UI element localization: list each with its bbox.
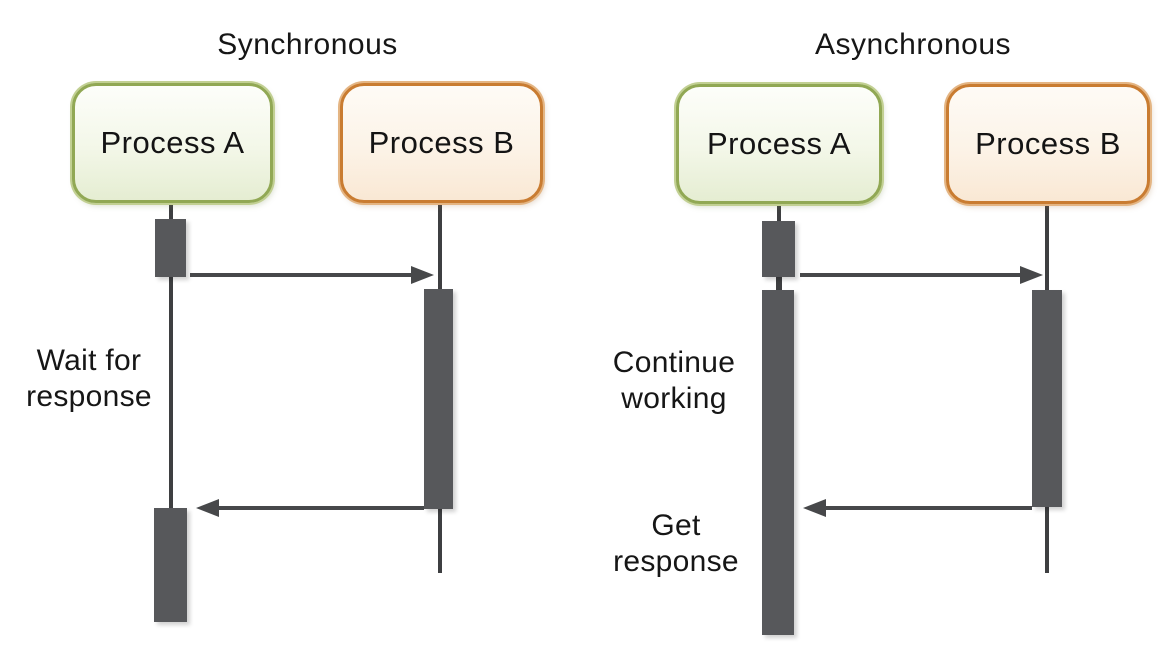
async-process-b-lifeline-bottom <box>1045 507 1049 573</box>
sync-process-b-lifeline-top <box>438 203 442 289</box>
sync-activation-a-second <box>154 508 187 622</box>
async-process-a-box: Process A <box>676 84 882 204</box>
sync-process-a-lifeline-middle <box>169 277 173 508</box>
arrowhead-right-icon <box>1020 266 1043 284</box>
sync-wait-annotation: Wait for response <box>26 344 152 413</box>
async-get-annotation: Get response <box>613 509 739 578</box>
sync-process-b-box: Process B <box>340 83 543 203</box>
sync-activation-b <box>424 289 453 509</box>
sync-activation-a-first <box>155 219 186 277</box>
arrowhead-left-icon <box>196 499 219 517</box>
sync-process-a-box: Process A <box>72 83 273 203</box>
async-activation-a-second <box>762 290 794 635</box>
arrowhead-left-icon <box>803 499 826 517</box>
async-process-b-label: Process B <box>975 126 1121 161</box>
sync-process-b-lifeline-bottom <box>438 509 442 573</box>
arrowhead-right-icon <box>411 266 434 284</box>
async-process-a-lifeline-gap <box>776 277 782 290</box>
async-process-a-label: Process A <box>706 126 852 161</box>
async-call-arrow-line <box>800 273 1021 277</box>
sync-return-arrow-line <box>214 506 424 510</box>
sync-call-arrow-line <box>190 273 412 277</box>
async-activation-b <box>1032 290 1062 507</box>
async-process-b-lifeline-top <box>1045 203 1049 290</box>
async-activation-a-first <box>762 221 795 277</box>
sync-process-a-label: Process A <box>100 125 245 160</box>
async-return-arrow-line <box>821 506 1032 510</box>
sync-process-a-lifeline-top <box>169 203 173 219</box>
async-process-a-lifeline-top <box>777 203 781 221</box>
async-continue-annotation: Continue working <box>612 346 736 415</box>
asynchronous-title: Asynchronous <box>814 28 1012 61</box>
async-process-b-box: Process B <box>946 84 1150 204</box>
synchronous-title: Synchronous <box>217 28 398 61</box>
sync-process-b-label: Process B <box>368 125 515 160</box>
